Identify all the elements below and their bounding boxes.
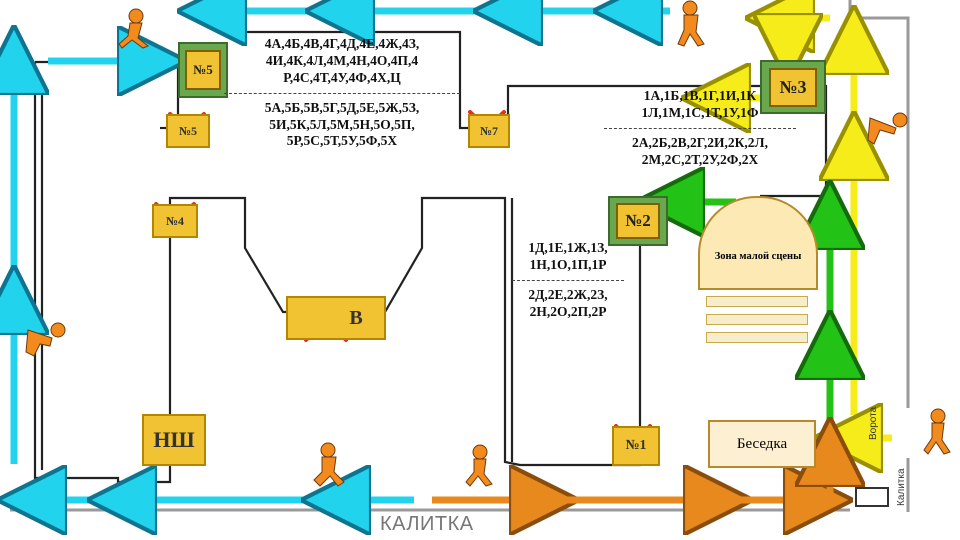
room5-bottom-line-2: 5И,5К,5Л,5М,5Н,5О,5П, bbox=[269, 116, 415, 132]
room3-bottom-line-1: 2А,2Б,2В,2Г,2И,2К,2Л, bbox=[632, 134, 768, 150]
room5-bottom-line-1: 5А,5Б,5В,5Г,5Д,5Е,5Ж,5З, bbox=[264, 99, 420, 115]
room5-bottom-line-3: 5Р,5С,5Т,5У,5Ф,5Х bbox=[286, 133, 398, 149]
room3-divider bbox=[604, 127, 796, 129]
orange-arrows bbox=[432, 452, 830, 500]
room-ns-tag: НШ bbox=[142, 414, 206, 466]
small-stage-zone: Зона малой сцены bbox=[698, 196, 818, 290]
room5-top-line-3: Р,4С,4Т,4У,4Ф,4Х,Ц bbox=[283, 69, 401, 85]
room5-divider bbox=[224, 92, 460, 94]
cyan-arrows bbox=[14, 11, 670, 500]
room-b-tag: В bbox=[286, 296, 386, 340]
gazebo-label: Беседка bbox=[736, 435, 788, 452]
gazebo-zone: Беседка bbox=[708, 420, 816, 468]
room5-top-line-1: 4А,4Б,4В,4Г,4Д,4Е,4Ж,4З, bbox=[264, 36, 420, 51]
room-1-label: №1 bbox=[625, 438, 647, 453]
room3-top-line-1: 1А,1Б,1В,1Г,1И,1К bbox=[643, 88, 757, 103]
room1-top-line-2: 1Н,1О,1П,1Р bbox=[529, 256, 607, 272]
room-b-label: В bbox=[349, 306, 363, 329]
room-crossed-center-tag: №7 bbox=[468, 114, 510, 148]
gate-box bbox=[855, 487, 889, 507]
room1-top-line-1: 1Д,1Е,1Ж,1З, bbox=[528, 240, 608, 255]
gate-label: КАЛИТКА bbox=[380, 513, 474, 535]
room-2-label: №2 bbox=[616, 202, 660, 240]
runner-icon-left bbox=[25, 322, 66, 357]
room-5-tag: №5 bbox=[178, 42, 228, 98]
runner-icon-right bbox=[867, 112, 908, 145]
runner-icon-top-right bbox=[677, 0, 705, 47]
room-3-tag: №3 bbox=[760, 60, 826, 114]
runner-icon-top-left bbox=[118, 8, 149, 49]
room-crossed-mid-label: №4 bbox=[165, 213, 185, 228]
room-crossed-top-tag: №5 bbox=[166, 114, 210, 148]
bench-3 bbox=[706, 332, 808, 343]
runner-icon-bottom-center bbox=[465, 444, 493, 487]
room3-class-list: 1А,1Б,1В,1Г,1И,1К 1Л,1М,1С,1Т,1У,1Ф 2А,2… bbox=[604, 88, 796, 169]
small-gate-vertical-label: Калитка bbox=[896, 468, 907, 506]
room1-bottom-line-1: 2Д,2Е,2Ж,2З, bbox=[528, 286, 608, 302]
bench-1 bbox=[706, 296, 808, 307]
room-crossed-top-label: №5 bbox=[178, 123, 198, 138]
room-1-tag: №1 bbox=[612, 426, 660, 466]
room5-top-line-2: 4И,4К,4Л,4М,4Н,4О,4П,4 bbox=[265, 52, 419, 68]
room3-bottom-line-2: 2М,2С,2Т,2У,2Ф,2Х bbox=[641, 151, 759, 167]
bench-2 bbox=[706, 314, 808, 325]
room-3-label: №3 bbox=[769, 67, 817, 107]
room1-divider bbox=[512, 279, 624, 281]
room-5-label: №5 bbox=[184, 49, 222, 91]
runner-icons bbox=[25, 0, 951, 487]
runner-icon-bottom-mid bbox=[313, 442, 345, 487]
runner-icon-outside bbox=[923, 408, 951, 455]
small-stage-label: Зона малой сцены bbox=[714, 250, 802, 262]
gate-vertical-label: Ворота bbox=[868, 406, 879, 440]
room5-class-list: 4А,4Б,4В,4Г,4Д,4Е,4Ж,4З, 4И,4К,4Л,4М,4Н,… bbox=[224, 36, 460, 150]
room-2-tag: №2 bbox=[608, 196, 668, 246]
room3-top-line-2: 1Л,1М,1С,1Т,1У,1Ф bbox=[641, 104, 759, 120]
room-crossed-mid-tag: №4 bbox=[152, 204, 198, 238]
room1-bottom-line-2: 2Н,2О,2П,2Р bbox=[529, 303, 607, 319]
room-ns-label: НШ bbox=[153, 427, 195, 452]
room1-class-list: 1Д,1Е,1Ж,1З, 1Н,1О,1П,1Р 2Д,2Е,2Ж,2З, 2Н… bbox=[512, 240, 624, 321]
room-crossed-center-label: №7 bbox=[479, 123, 499, 138]
